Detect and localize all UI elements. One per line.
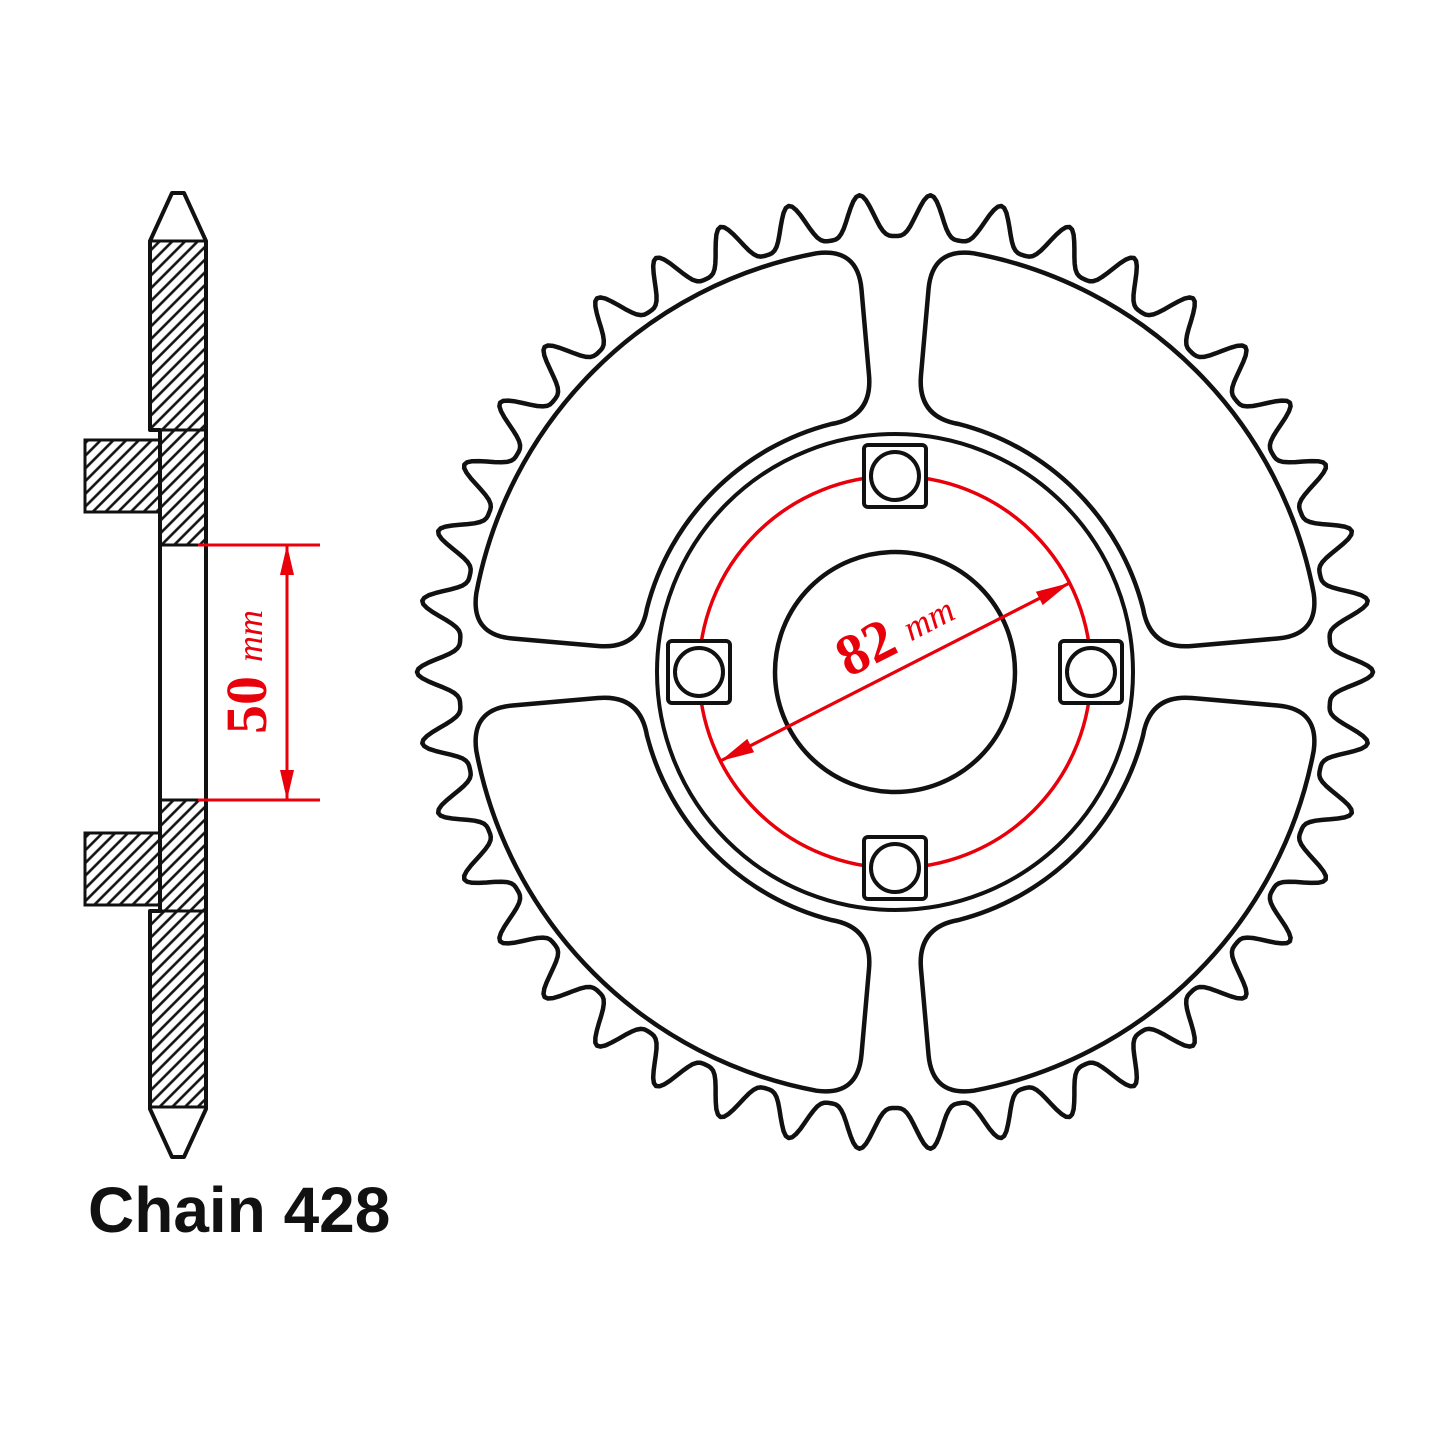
plate-section-top-hatched-section — [158, 428, 208, 547]
hub-boss-bottom-hatched-section — [83, 831, 162, 907]
hub-width-value: 50 — [214, 676, 279, 734]
dimension-arrowhead — [280, 545, 294, 575]
lightening-cutout — [473, 250, 872, 649]
bolt-circle-dimension-line — [719, 581, 1071, 763]
lightening-cutout — [918, 250, 1317, 649]
dimension-arrowhead — [280, 770, 294, 800]
bolt-hole — [869, 842, 921, 894]
tooth-ring-section-bottom-hatched-section — [148, 909, 208, 1109]
dimension-arrowhead — [720, 738, 755, 761]
hub-width-dimension-text: 50 mm — [214, 610, 279, 734]
dimension-annotations — [198, 543, 1071, 802]
sprocket-side-view — [83, 191, 208, 1159]
chain-size-label: Chain 428 — [88, 1174, 390, 1246]
dimension-arrowhead — [1035, 583, 1070, 606]
plate-section-bottom-hatched-section — [158, 798, 208, 913]
bolt-hole — [1065, 646, 1117, 698]
hub-boss-top-hatched-section — [83, 438, 162, 514]
lightening-cutout — [918, 695, 1317, 1094]
hub-circle — [655, 432, 1135, 912]
sprocket-front-view — [414, 193, 1376, 1151]
bolt-hole — [673, 646, 725, 698]
lightening-cutout — [473, 695, 872, 1094]
hub-width-dimension-label: 50 mm — [214, 610, 279, 734]
hub-width-unit: mm — [230, 610, 270, 662]
bolt-hole — [869, 450, 921, 502]
tooth-ring-section-top-hatched-section — [148, 239, 208, 432]
